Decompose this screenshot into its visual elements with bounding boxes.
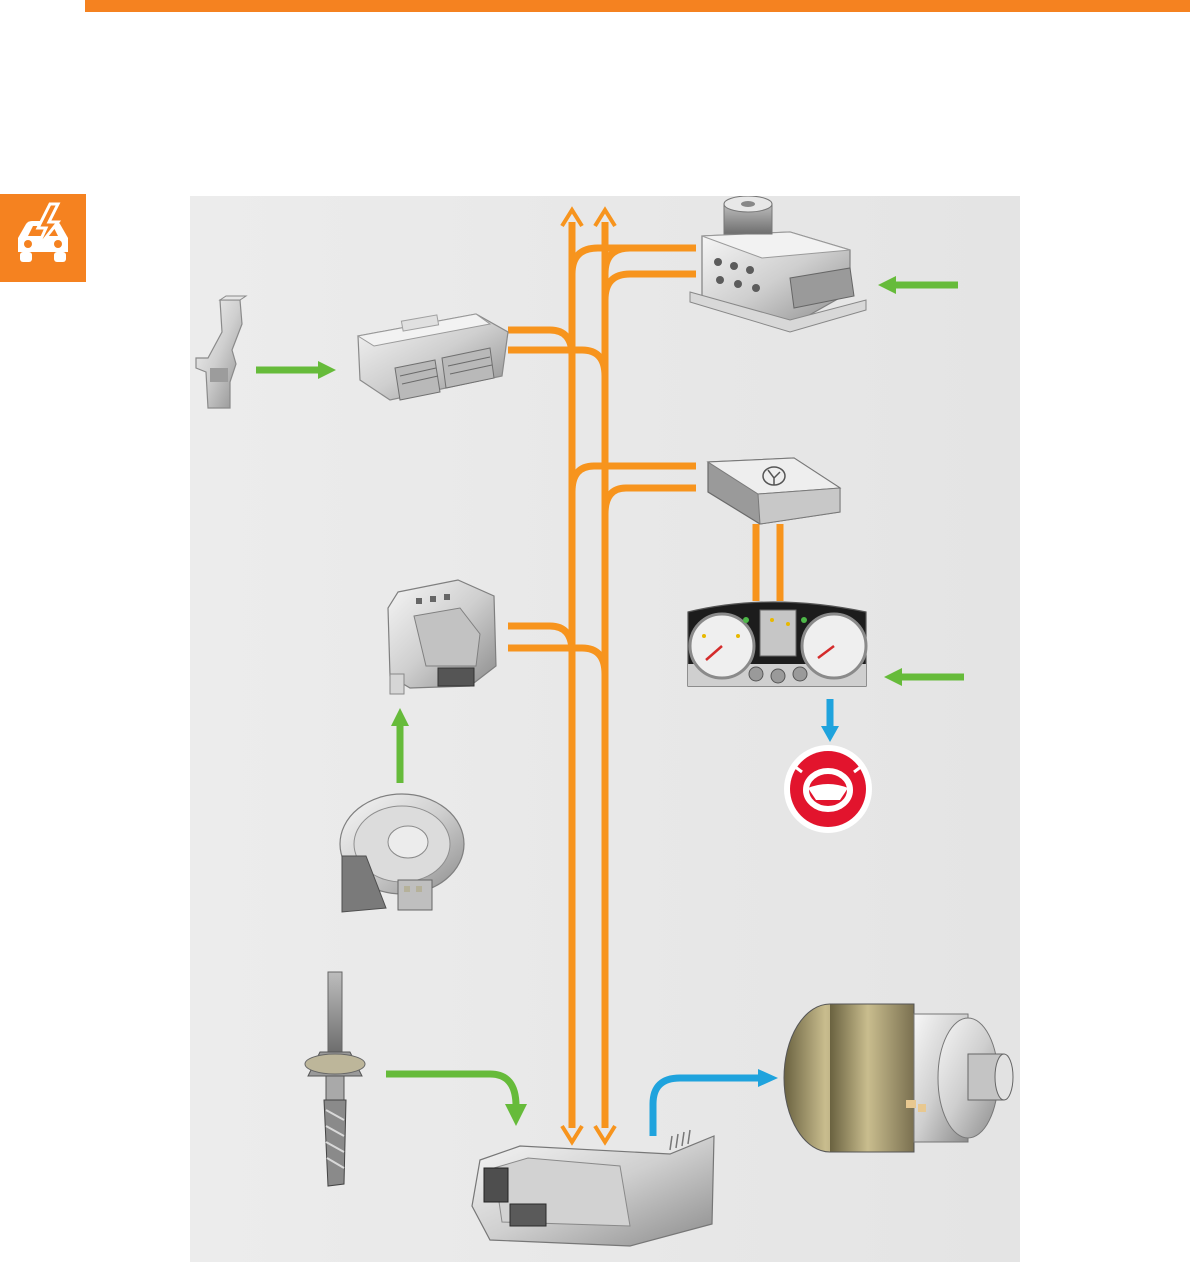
instrument-cluster: [688, 602, 866, 686]
electric-steering-motor: [784, 1004, 1013, 1152]
steering-column-control-unit: [388, 580, 496, 694]
can-bus-diagram: [190, 196, 1020, 1262]
car-electrical-fault-icon: [0, 194, 86, 282]
steering-wheel-warning-icon: [784, 745, 872, 833]
top-accent-bar: [85, 0, 1190, 12]
diagram-panel: [190, 196, 1020, 1262]
